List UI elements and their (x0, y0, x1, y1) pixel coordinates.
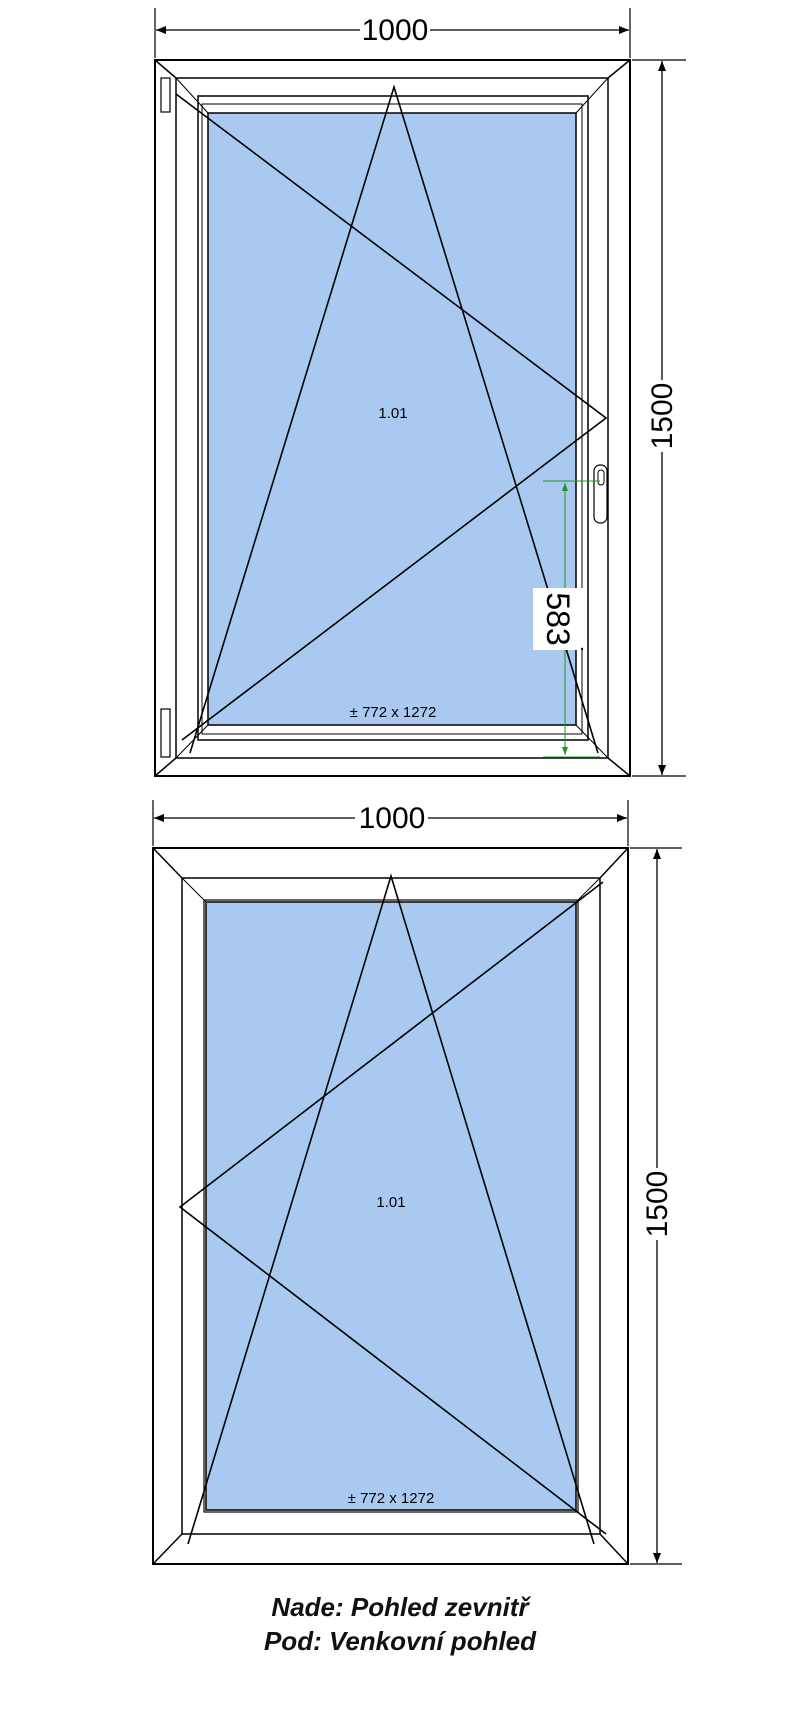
bottom-panel-label: 1.01 (376, 1194, 405, 1211)
top-handle (593, 464, 608, 524)
top-height-label: 1500 (646, 383, 679, 450)
top-hinge-upper (160, 77, 171, 113)
top-tilt-lines (189, 84, 599, 754)
bottom-tilt-lines (187, 873, 595, 1545)
caption-line-inside: Nade: Pohled zevnitř (271, 1592, 529, 1622)
bottom-width-label: 1000 (359, 802, 426, 835)
bottom-window-view: 1.01 ± 772 x 1272 1000 1500 (152, 800, 682, 1565)
handle-height-label: 583 (540, 592, 576, 645)
top-width-label: 1000 (362, 14, 429, 47)
top-glass-pane (207, 112, 577, 726)
caption-line-outside: Pod: Venkovní pohled (263, 1626, 537, 1656)
bottom-glass-pane (205, 901, 577, 1511)
bottom-height-label: 1500 (641, 1171, 674, 1238)
bottom-glass-size-label: ± 772 x 1272 (348, 1490, 435, 1507)
top-glass-size-label: ± 772 x 1272 (350, 704, 437, 721)
handle-height-label-box (533, 588, 587, 650)
top-turn-lines (175, 93, 608, 741)
handle-height-dot: . (579, 633, 585, 655)
top-panel-label: 1.01 (378, 405, 407, 422)
top-hinge-lower (160, 708, 171, 758)
bottom-turn-lines (178, 881, 607, 1535)
top-window-view: 1.01 ± 772 x 1272 1000 1500 583 . (154, 8, 686, 777)
